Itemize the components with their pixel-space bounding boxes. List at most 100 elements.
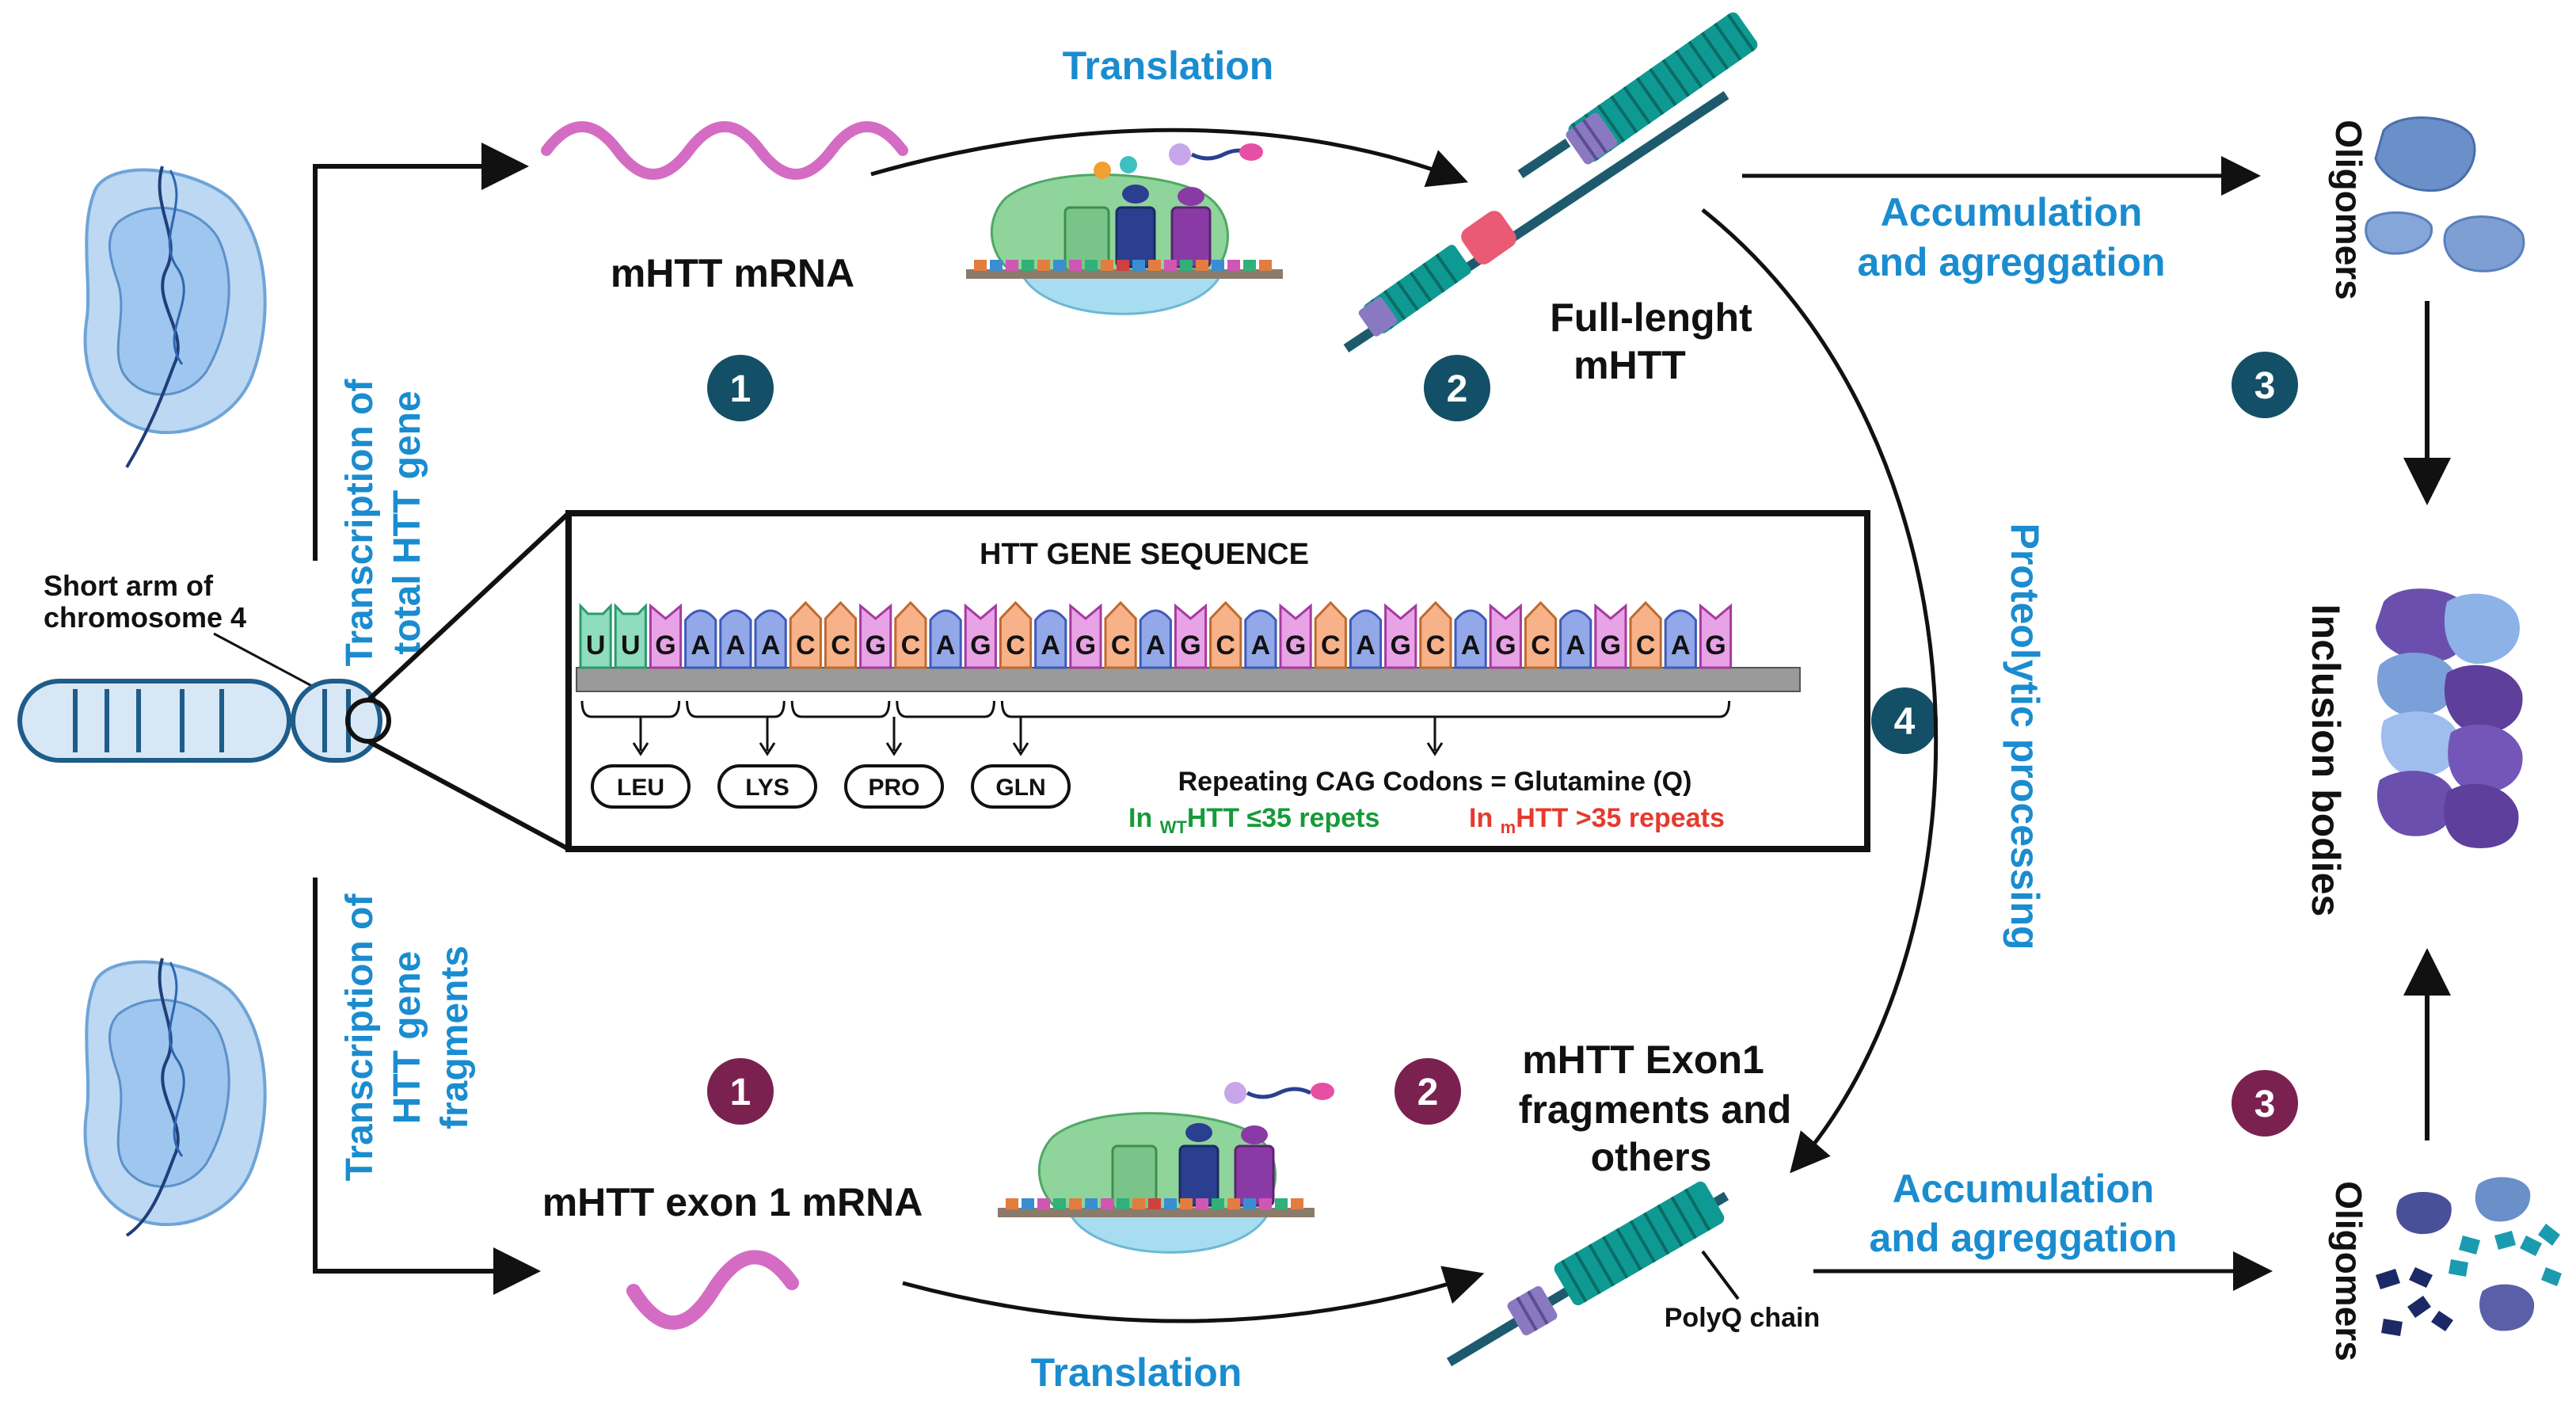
badge-bottom-3: 3 <box>2232 1070 2298 1137</box>
svg-text:A: A <box>1251 630 1271 661</box>
codon-bracket <box>896 700 995 718</box>
nucleotide-C: C <box>1104 600 1137 669</box>
svg-text:C: C <box>796 630 816 661</box>
svg-text:G: G <box>1075 630 1096 661</box>
svg-text:G: G <box>1600 630 1621 661</box>
badge-bottom-2: 2 <box>1395 1058 1461 1125</box>
svg-text:C: C <box>1006 630 1025 661</box>
oligomers-top-icon <box>2365 116 2525 272</box>
translation-top-label: Translation <box>1063 44 1274 88</box>
svg-text:A: A <box>1461 630 1481 661</box>
svg-text:2: 2 <box>1447 368 1468 410</box>
gene-sequence-title: HTT GENE SEQUENCE <box>980 538 1309 571</box>
nucleotide-A: A <box>1664 609 1697 669</box>
svg-text:C: C <box>901 630 921 661</box>
amino-gln: GLN <box>971 764 1071 809</box>
svg-text:LYS: LYS <box>745 775 790 801</box>
nucleotide-G: G <box>1174 603 1208 669</box>
nucleotide-A: A <box>1244 609 1277 669</box>
oligomers-bottom-icon <box>2376 1177 2562 1336</box>
codon-arrow <box>1426 717 1444 756</box>
svg-text:U: U <box>621 630 641 661</box>
svg-text:A: A <box>1356 630 1376 661</box>
amino-pro: PRO <box>844 764 944 809</box>
translation-bottom-label: Translation <box>1031 1350 1242 1395</box>
badge-top-2: 2 <box>1424 355 1490 421</box>
proteolytic-arrow <box>1701 208 1939 1174</box>
translation-bottom-arrow <box>902 1266 1485 1323</box>
nucleotide-A: A <box>1559 609 1592 669</box>
amino-lys: LYS <box>717 764 817 809</box>
codon-brackets <box>580 700 1731 756</box>
nucleotide-C: C <box>1629 600 1662 669</box>
nucleotide-C: C <box>1524 600 1558 669</box>
nucleotide-A: A <box>684 609 717 669</box>
codon-bracket <box>686 700 786 718</box>
nucleus-bottom-icon <box>83 958 267 1237</box>
svg-text:G: G <box>1180 630 1200 661</box>
transcription-bottom-label-1: Transcription of <box>339 893 381 1182</box>
nucleotide-C: C <box>1314 600 1347 669</box>
mrna-bottom-label: mHTT exon 1 mRNA <box>542 1180 923 1224</box>
transcription-bottom-label-2: HTT gene <box>386 951 428 1125</box>
amino-leu: LEU <box>591 764 691 809</box>
repeat-label: Repeating CAG Codons = Glutamine (Q) <box>1178 767 1692 797</box>
svg-text:3: 3 <box>2254 365 2276 407</box>
svg-text:G: G <box>970 630 991 661</box>
full-length-label-1: Full-lenght <box>1550 295 1752 340</box>
nucleotide-A: A <box>929 609 962 669</box>
accumulation-bottom-label-2: and agreggation <box>1870 1216 2178 1260</box>
chromosome-icon <box>17 679 391 763</box>
svg-text:A: A <box>726 630 746 661</box>
transcription-top-label-2: total HTT gene <box>386 390 428 654</box>
exon1-fragment-icon <box>1446 1181 1729 1367</box>
nucleotide-G: G <box>1279 603 1312 669</box>
nucleotide-A: A <box>1454 609 1487 669</box>
svg-text:C: C <box>1531 630 1551 661</box>
oligomers-bottom-label: Oligomers <box>2328 1181 2369 1361</box>
codon-arrow <box>632 717 649 756</box>
oligomers-top-label: Oligomers <box>2328 120 2369 300</box>
nucleotide-C: C <box>1419 600 1452 669</box>
exon1-label-2: fragments and <box>1519 1087 1792 1132</box>
svg-text:LEU: LEU <box>617 775 664 801</box>
nucleotide-C: C <box>824 600 858 669</box>
inclusion-bodies-icon <box>2376 588 2523 848</box>
nucleotide-A: A <box>754 609 787 669</box>
full-length-label-2: mHTT <box>1573 343 1686 387</box>
nucleotide-C: C <box>1209 600 1242 669</box>
svg-text:A: A <box>691 630 710 661</box>
codon-bracket <box>580 700 681 718</box>
nucleotide-G: G <box>1489 603 1522 669</box>
nucleotide-A: A <box>1139 609 1172 669</box>
svg-text:G: G <box>1285 630 1306 661</box>
transcription-top-arrow <box>313 143 529 561</box>
nucleotide-G: G <box>1594 603 1627 669</box>
nucleotide-G: G <box>1069 603 1102 669</box>
svg-text:3: 3 <box>2254 1083 2276 1125</box>
svg-text:A: A <box>1041 630 1060 661</box>
svg-text:G: G <box>655 630 675 661</box>
svg-text:G: G <box>1495 630 1516 661</box>
transcription-top-label-1: Transcription of <box>339 379 381 667</box>
badge-top-1: 1 <box>707 355 774 421</box>
wt-note: In WTHTT ≤35 repets <box>1128 803 1379 837</box>
svg-text:C: C <box>1111 630 1131 661</box>
svg-text:PRO: PRO <box>868 775 919 801</box>
ribosome-bottom-icon <box>998 1082 1334 1254</box>
mrna-bottom-icon <box>626 1250 799 1330</box>
svg-text:G: G <box>1390 630 1410 661</box>
codon-arrow <box>1012 717 1029 756</box>
zoom-lines <box>366 511 571 851</box>
proteolytic-label: Proteolytic processing <box>2003 523 2047 950</box>
svg-text:1: 1 <box>730 368 751 410</box>
svg-text:C: C <box>1216 630 1235 661</box>
svg-text:A: A <box>1671 630 1691 661</box>
exon1-label-1: mHTT Exon1 <box>1522 1038 1764 1082</box>
nucleotide-A: A <box>1034 609 1067 669</box>
accumulation-bottom-label-1: Accumulation <box>1893 1167 2155 1211</box>
nucleotide-G: G <box>649 603 683 669</box>
translation-top-arrow <box>870 128 1469 188</box>
codon-arrow <box>759 717 776 756</box>
